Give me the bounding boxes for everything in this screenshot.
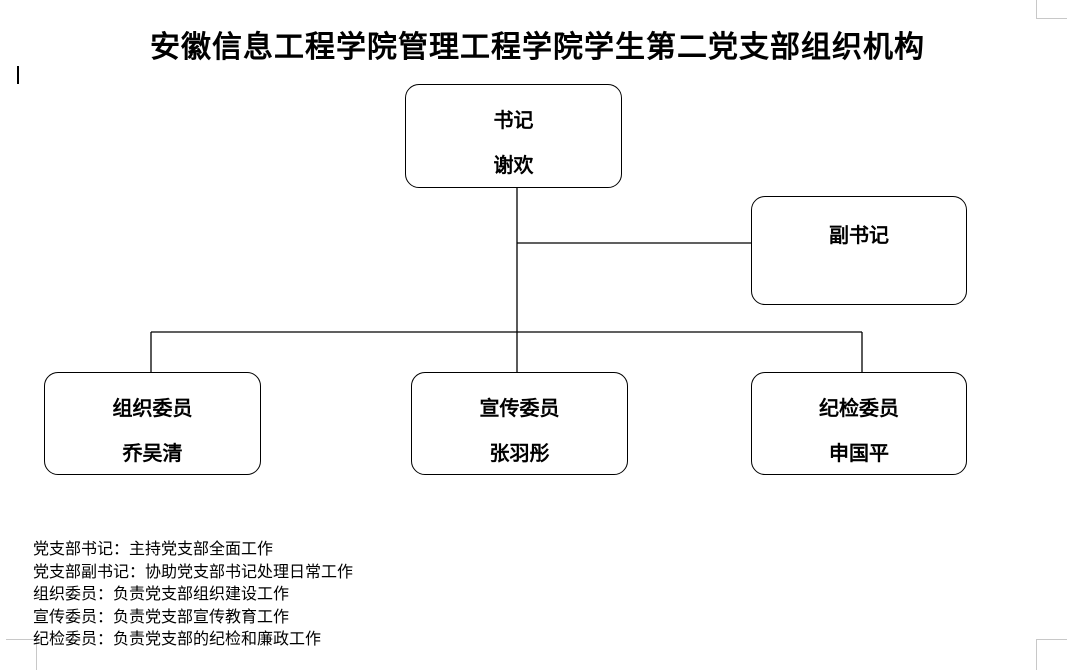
person-name: 乔吴清 bbox=[122, 441, 183, 465]
role-label: 纪检委员 bbox=[819, 396, 899, 420]
person-name: 申国平 bbox=[829, 441, 889, 465]
secretary-box[interactable]: 书记 谢欢 bbox=[405, 84, 622, 188]
role-label: 书记 bbox=[493, 108, 534, 132]
person-name: 谢欢 bbox=[493, 153, 534, 177]
page-title: 安徽信息工程学院管理工程学院学生第二党支部组织机构 bbox=[150, 30, 925, 65]
role-label: 副书记 bbox=[829, 223, 889, 247]
page-corner-mark bbox=[1036, 0, 1067, 19]
duty-notes: 党支部书记：主持党支部全面工作 党支部副书记：协助党支部书记处理日常工作 组织委… bbox=[33, 538, 353, 651]
organization-member-box[interactable]: 组织委员 乔吴清 bbox=[44, 372, 261, 475]
duty-note: 纪检委员：负责党支部的纪检和廉政工作 bbox=[33, 629, 322, 648]
person-name: 张羽彤 bbox=[489, 441, 550, 465]
publicity-member-box[interactable]: 宣传委员 张羽彤 bbox=[411, 372, 628, 475]
role-label: 宣传委员 bbox=[479, 396, 560, 420]
duty-note: 宣传委员：负责党支部宣传教育工作 bbox=[33, 606, 290, 626]
duty-note: 党支部书记：主持党支部全面工作 bbox=[33, 539, 274, 558]
page-corner-mark bbox=[1036, 639, 1067, 670]
duty-note: 党支部副书记：协助党支部书记处理日常工作 bbox=[33, 561, 354, 581]
deputy-secretary-box[interactable]: 副书记 bbox=[751, 196, 967, 305]
duty-note: 组织委员：负责党支部组织建设工作 bbox=[33, 584, 290, 603]
text-cursor bbox=[17, 66, 19, 84]
discipline-member-box[interactable]: 纪检委员 申国平 bbox=[751, 372, 967, 475]
page-corner-mark bbox=[6, 639, 37, 670]
role-label: 组织委员 bbox=[112, 396, 193, 420]
